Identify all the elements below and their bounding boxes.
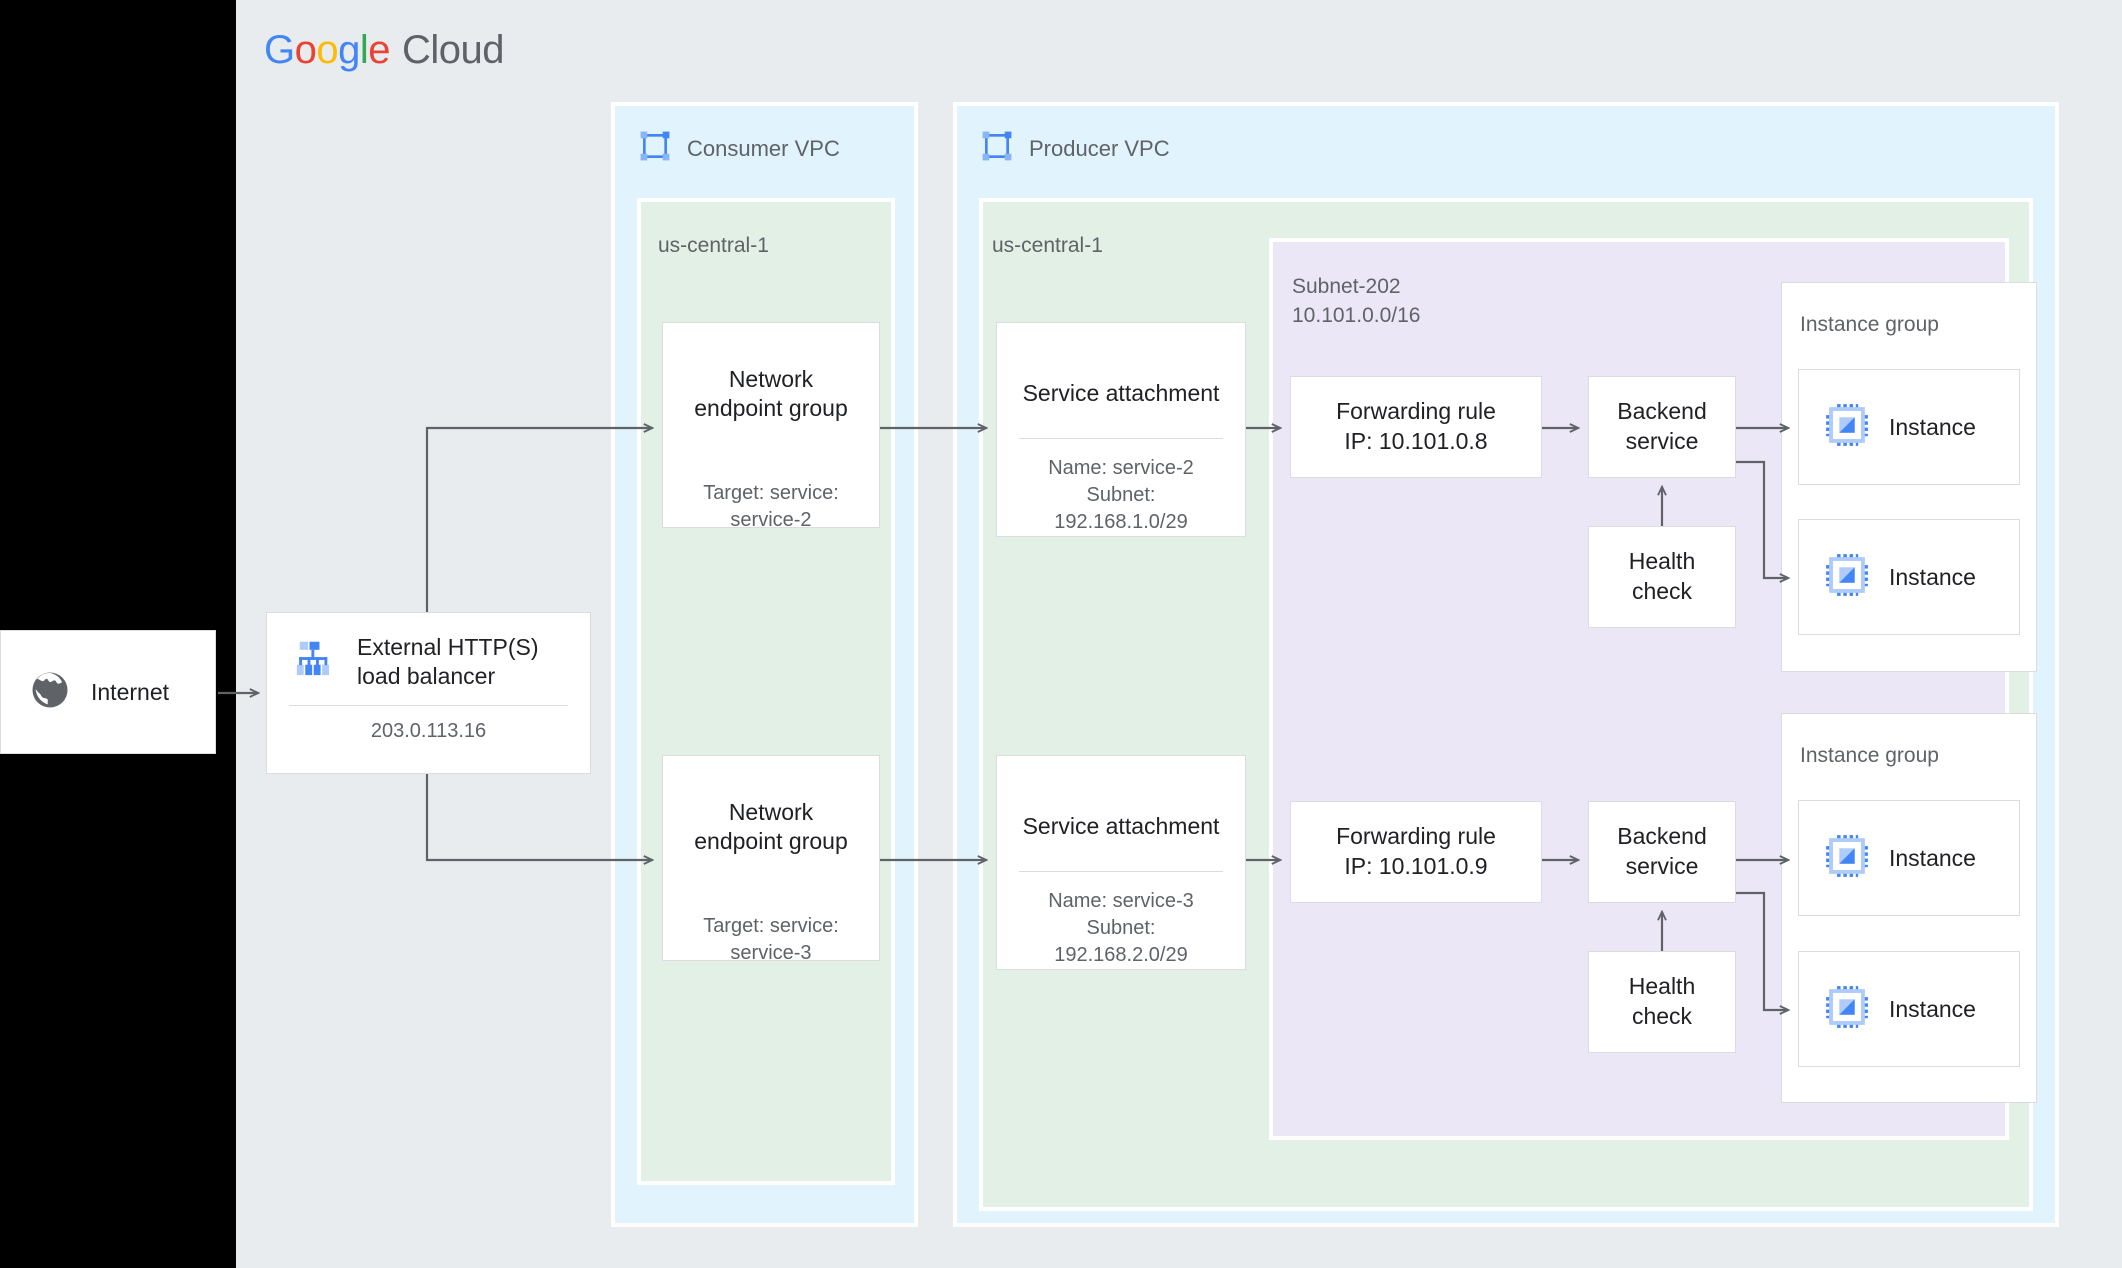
consumer-vpc-label: Consumer VPC — [687, 135, 840, 161]
logo-letter-g: g — [338, 28, 360, 72]
instance-label: Instance — [1889, 563, 1976, 590]
vpc-icon — [981, 130, 1013, 167]
logo-cloud-text: Cloud — [402, 28, 505, 72]
cpu-chip-icon — [1825, 403, 1869, 452]
producer-vpc-label: Producer VPC — [1029, 135, 1170, 161]
globe-icon — [29, 669, 71, 716]
service-attachment-top: Service attachment Name: service-2 Subne… — [996, 322, 1246, 537]
instance-group-label: Instance group — [1800, 744, 1939, 767]
service-attachment-title: Service attachment — [1022, 813, 1220, 839]
neg-target: Target: service: service-3 — [703, 914, 839, 964]
consumer-region-label: us-central-1 — [658, 234, 769, 257]
instance-bottom-1: Instance — [1798, 800, 2020, 916]
load-balancer-node: External HTTP(S)load balancer 203.0.113.… — [266, 612, 591, 774]
instance-label: Instance — [1889, 844, 1976, 871]
service-attachment-title: Service attachment — [1022, 380, 1220, 406]
load-balancer-title: External HTTP(S)load balancer — [357, 634, 539, 689]
instance-top-2: Instance — [1798, 519, 2020, 635]
load-balancer-ip: 203.0.113.16 — [370, 719, 487, 742]
logo-letter-G: G — [264, 28, 295, 72]
vpc-icon — [639, 130, 671, 167]
service-attachment-bottom: Service attachment Name: service-3 Subne… — [996, 755, 1246, 970]
subnet-202-label: Subnet-202 10.101.0.0/16 — [1292, 275, 1421, 328]
instance-top-1: Instance — [1798, 369, 2020, 485]
divider — [1019, 871, 1223, 872]
divider — [289, 704, 568, 706]
divider — [1019, 438, 1223, 439]
logo-letter-o2: o — [316, 28, 339, 72]
internet-node: Internet — [0, 630, 216, 754]
logo-letter-o1: o — [294, 28, 317, 72]
instance-bottom-2: Instance — [1798, 951, 2020, 1067]
producer-region-label: us-central-1 — [992, 234, 1103, 257]
neg-target: Target: service: service-2 — [703, 481, 839, 531]
load-balancer-icon — [293, 636, 339, 687]
service-attachment-details: Name: service-2 Subnet: 192.168.1.0/29 — [1048, 457, 1194, 533]
instance-group-label: Instance group — [1800, 313, 1939, 336]
logo-letter-e: e — [368, 28, 391, 72]
cpu-chip-icon — [1825, 553, 1869, 602]
instance-label: Instance — [1889, 995, 1976, 1022]
internet-label: Internet — [91, 678, 169, 705]
cpu-chip-icon — [1825, 985, 1869, 1034]
instance-label: Instance — [1889, 413, 1976, 440]
logo-letter-l: l — [359, 28, 369, 72]
cpu-chip-icon — [1825, 834, 1869, 883]
service-attachment-details: Name: service-3 Subnet: 192.168.2.0/29 — [1048, 890, 1194, 966]
